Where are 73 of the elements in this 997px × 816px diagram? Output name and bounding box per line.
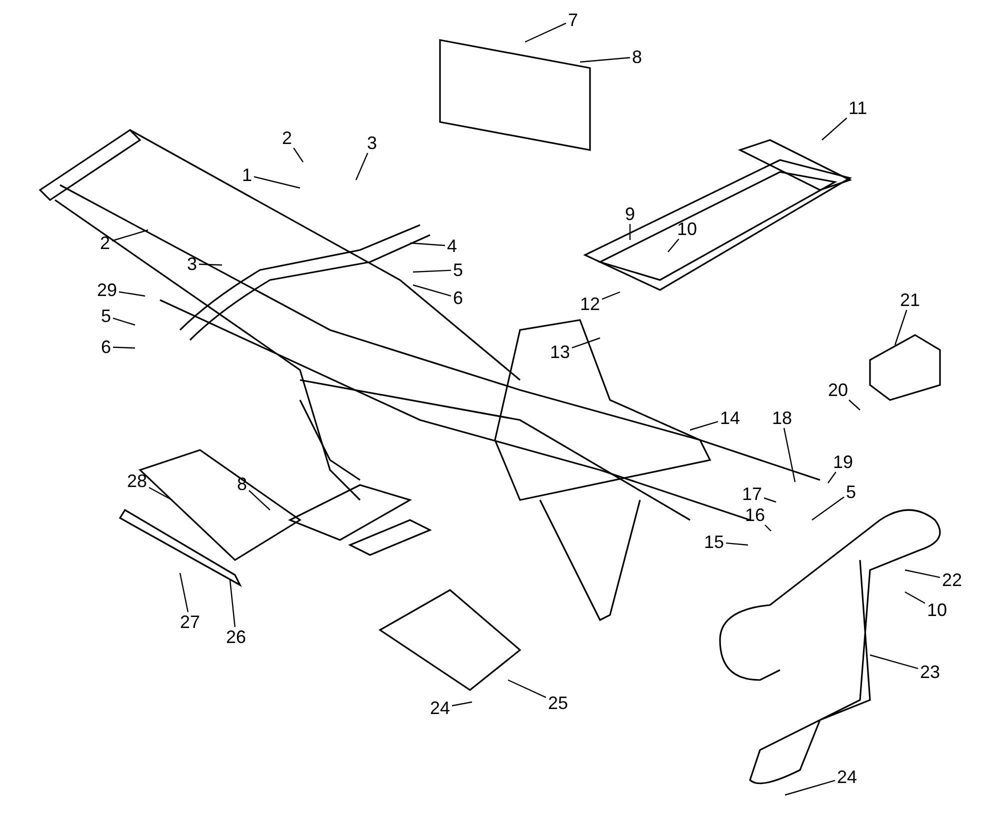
callout-number: 27 [180,613,200,631]
callout-number: 21 [900,291,920,309]
leader-line [904,569,940,578]
leader-line [764,524,772,532]
callout-number: 1 [242,166,252,184]
leader-line [412,270,452,273]
callout-number: 3 [367,134,378,152]
leader-line [904,591,926,604]
callout-number: 22 [942,571,962,589]
leader-line [412,284,452,297]
leader-line [783,428,796,482]
leader-line [580,57,630,63]
leader-line [179,572,189,612]
callout-number: 5 [846,483,856,501]
callout-number: 2 [100,234,110,252]
leader-line [822,118,848,140]
callout-number: 24 [430,699,450,717]
leader-line [112,346,136,349]
leader-line [894,310,908,346]
callout-number: 6 [453,289,464,307]
leader-line [112,229,148,242]
callout-number: 2 [282,129,292,147]
callout-number: 3 [187,255,198,273]
callout-number: 29 [97,281,118,299]
callout-number: 8 [632,48,642,66]
leader-line [248,490,270,510]
leader-line [668,238,680,252]
leader-line [118,291,146,297]
callout-number: 5 [453,261,464,279]
callout-number: 11 [848,99,868,117]
leader-line [870,654,918,670]
leader-line [828,472,836,484]
leader-line [764,497,776,503]
callout-number: 9 [625,205,636,223]
leader-line [148,486,172,501]
callout-number: 10 [927,601,948,619]
leader-line [410,242,446,246]
callout-number: 5 [101,307,112,325]
leader-line [812,496,844,520]
callout-number: 20 [828,381,848,399]
leader-line [784,780,836,796]
leader-line [229,580,236,628]
callout-number: 19 [833,453,854,471]
leader-line [355,152,368,180]
leader-line [112,318,136,326]
leader-line [198,264,222,266]
callout-number: 7 [568,11,578,29]
callout-number: 6 [101,338,112,356]
callout-number: 18 [772,409,792,427]
leader-line [293,148,304,162]
callout-number: 10 [677,220,698,238]
leader-line [848,400,860,410]
callout-number: 13 [550,343,570,361]
leader-line [690,421,718,431]
callout-number: 14 [720,409,740,427]
callout-number: 23 [920,663,940,681]
callout-number: 15 [704,533,724,551]
leader-line [572,337,600,348]
callout-number: 17 [742,485,762,503]
leader-line [524,22,566,43]
callout-number: 12 [580,295,600,313]
leader-line [254,176,300,189]
callout-number: 26 [226,628,246,646]
callout-number: 24 [837,768,858,786]
callout-number: 25 [548,694,568,712]
callout-number: 28 [127,472,148,490]
callout-number: 16 [745,506,766,524]
leader-line [726,542,748,546]
callout-number: 4 [447,237,458,255]
leader-line [452,701,472,706]
leader-line [508,679,546,698]
leader-line [602,291,620,300]
leader-line [629,224,631,240]
